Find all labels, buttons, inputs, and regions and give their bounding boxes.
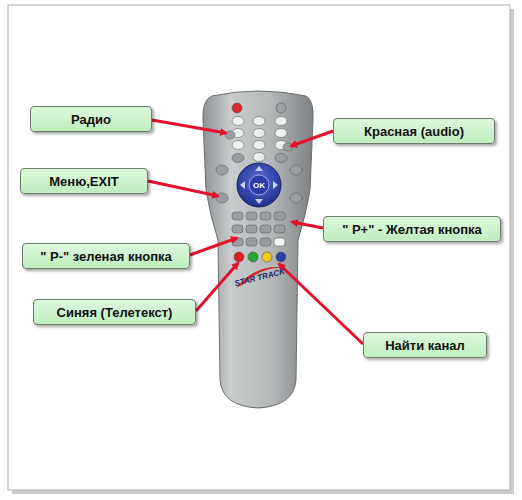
number-buttons — [232, 117, 287, 162]
callout-box: Синяя (Телетекст) — [33, 299, 196, 325]
callout-box: Радио — [30, 106, 152, 132]
function-buttons — [216, 131, 302, 203]
nav-arrows — [240, 166, 278, 204]
callout-text: " P-" зеленая кнопка — [40, 249, 172, 264]
mute-button — [276, 103, 286, 113]
callout-text: Меню,EXIT — [49, 174, 119, 189]
white-button — [274, 238, 285, 246]
callout-text: Красная (audio) — [364, 124, 464, 139]
callout-box: " P-" зеленая кнопка — [22, 243, 190, 269]
power-button — [232, 103, 242, 113]
red-button — [234, 252, 244, 262]
callout-text: Найти канал — [385, 338, 465, 353]
callout-box: " P+" - Желтая кнопка — [323, 216, 501, 242]
callout-text: " P+" - Желтая кнопка — [342, 222, 482, 237]
callout-box: Найти канал — [363, 332, 487, 358]
callout-box: Меню,EXIT — [20, 168, 148, 194]
callout-text: Радио — [71, 112, 111, 127]
blue-button — [276, 252, 286, 262]
green-button — [248, 252, 258, 262]
callout-box: Красная (audio) — [333, 118, 495, 144]
ok-text: OK — [253, 181, 265, 190]
ok-button — [249, 175, 269, 195]
remote-body — [203, 91, 313, 408]
grid-buttons — [232, 212, 285, 246]
frame — [8, 5, 510, 490]
callout-text: Синяя (Телетекст) — [57, 305, 173, 320]
nav-ring — [237, 163, 281, 207]
yellow-button — [262, 252, 272, 262]
